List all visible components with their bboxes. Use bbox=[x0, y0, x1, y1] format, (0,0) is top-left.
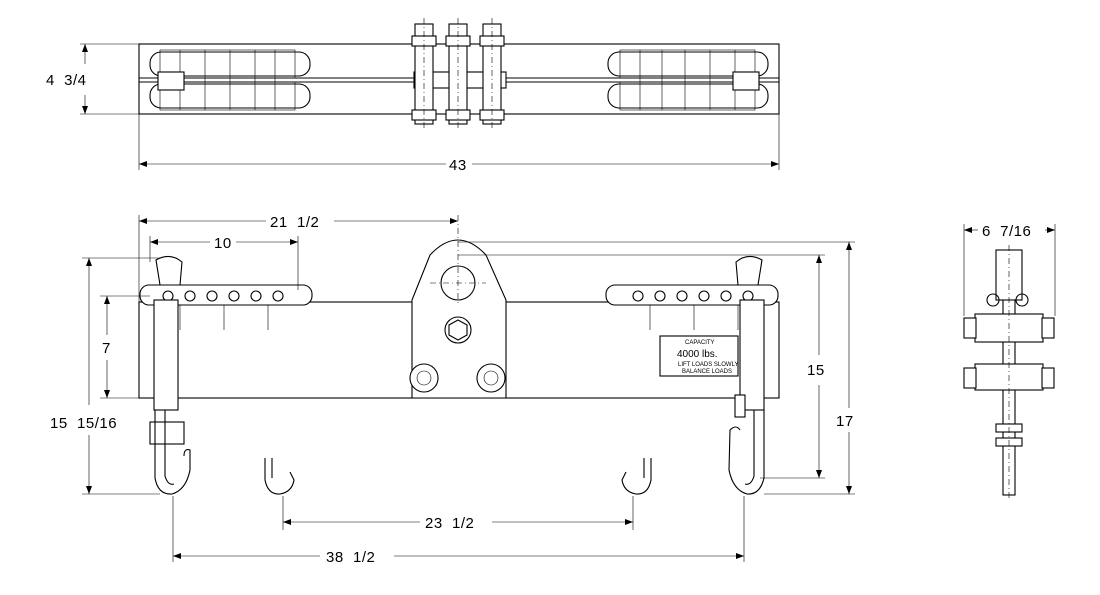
outer-hook-dimension: 38 1/2 bbox=[172, 496, 745, 566]
right-height-label: 15 bbox=[807, 362, 825, 379]
overall-right-dimension: 17 bbox=[458, 241, 855, 495]
top-left-trolley bbox=[149, 49, 311, 111]
left-height-label: 7 bbox=[102, 340, 111, 357]
overall-right-label: 17 bbox=[836, 413, 854, 430]
capacity-fine-print-2: BALANCE LOADS bbox=[682, 369, 732, 375]
top-right-trolley bbox=[607, 49, 769, 111]
capacity-fine-print-1: LIFT LOADS SLOWLY bbox=[678, 362, 738, 368]
inner-hook-label: 23 1/2 bbox=[425, 515, 474, 532]
hook-spacing-label: 10 bbox=[214, 235, 232, 252]
overall-left-dimension: 15 15/16 bbox=[50, 257, 160, 495]
side-width-label: 6 7/16 bbox=[982, 223, 1031, 240]
top-height-label: 4 3/4 bbox=[46, 72, 87, 89]
side-view: 6 7/16 bbox=[963, 223, 1056, 500]
right-hook-rail bbox=[605, 255, 779, 330]
pick-point-label: 21 1/2 bbox=[270, 214, 319, 231]
right-inner-hook bbox=[621, 458, 652, 495]
hook-spacing-dimension: 10 bbox=[149, 235, 299, 290]
left-inner-hook bbox=[264, 458, 295, 495]
capacity-value: 4000 lbs. bbox=[677, 349, 718, 360]
top-height-dimension: 4 3/4 bbox=[46, 43, 139, 115]
right-outer-hook bbox=[728, 299, 765, 495]
top-center-bolts bbox=[411, 18, 507, 130]
top-length-label: 43 bbox=[449, 157, 467, 174]
left-outer-hook bbox=[149, 299, 191, 495]
left-hook-rail bbox=[139, 255, 313, 330]
pick-point-dimension: 21 1/2 bbox=[138, 214, 458, 302]
outer-hook-label: 38 1/2 bbox=[326, 549, 375, 566]
capacity-heading: CAPACITY bbox=[685, 340, 715, 346]
left-height-dimension: 7 bbox=[100, 295, 150, 399]
right-height-dimension: 15 bbox=[458, 254, 825, 479]
overall-left-label: 15 15/16 bbox=[50, 415, 117, 432]
front-view: CAPACITY 4000 lbs. LIFT LOADS SLOWLY BAL… bbox=[50, 214, 855, 566]
inner-hook-dimension: 23 1/2 bbox=[282, 496, 634, 532]
top-view: 4 3/4 43 bbox=[46, 18, 780, 174]
top-length-dimension: 43 bbox=[138, 114, 780, 174]
capacity-plate: CAPACITY 4000 lbs. LIFT LOADS SLOWLY BAL… bbox=[659, 335, 739, 377]
side-width-dimension: 6 7/16 bbox=[963, 223, 1056, 316]
